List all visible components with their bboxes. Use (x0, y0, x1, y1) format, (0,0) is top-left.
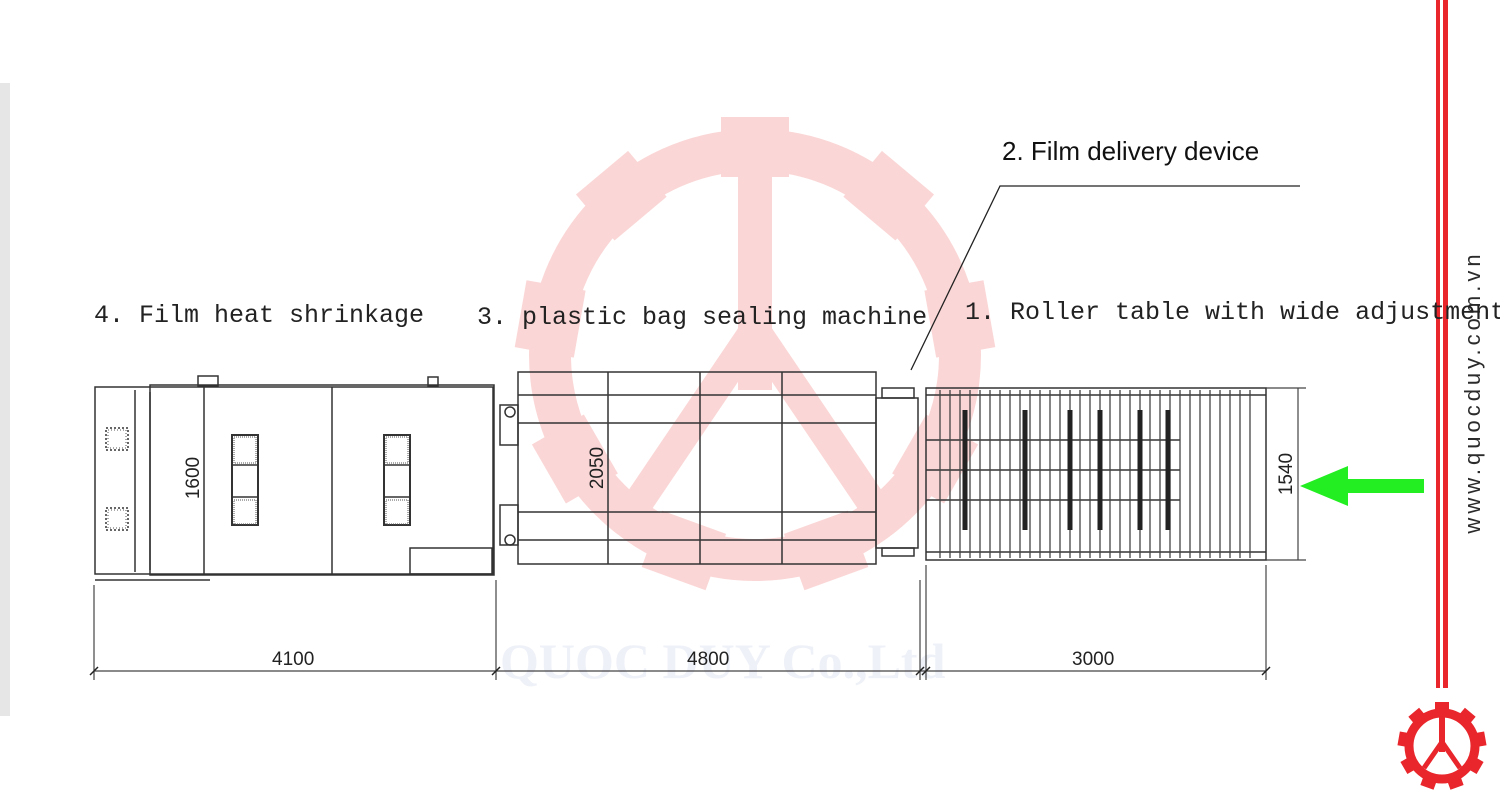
sealing-machine (499, 371, 919, 565)
left-edge-bar (0, 83, 10, 716)
roller-table (925, 387, 1267, 561)
label-roller-table: 1. Roller table with wide adjustment (965, 298, 1500, 327)
brand-red-line (1443, 0, 1448, 688)
company-logo-icon (1397, 702, 1487, 790)
dimension-lines (93, 376, 1306, 680)
brand-red-line (1436, 0, 1440, 688)
dimension-sealer-length: 4800 (687, 649, 730, 670)
label-heat-shrinkage: 4. Film heat shrinkage (94, 301, 425, 330)
heat-shrink-machine (94, 375, 495, 581)
dimension-shrink-length: 4100 (272, 649, 315, 670)
label-film-delivery: 2. Film delivery device (1002, 136, 1260, 166)
watermark-text: QUOC DUY Co.,Ltd (500, 633, 946, 689)
label-sealing-machine: 3. plastic bag sealing machine (477, 303, 928, 332)
dimension-roller-length: 3000 (1072, 649, 1115, 670)
flow-arrow-icon (1300, 466, 1424, 506)
